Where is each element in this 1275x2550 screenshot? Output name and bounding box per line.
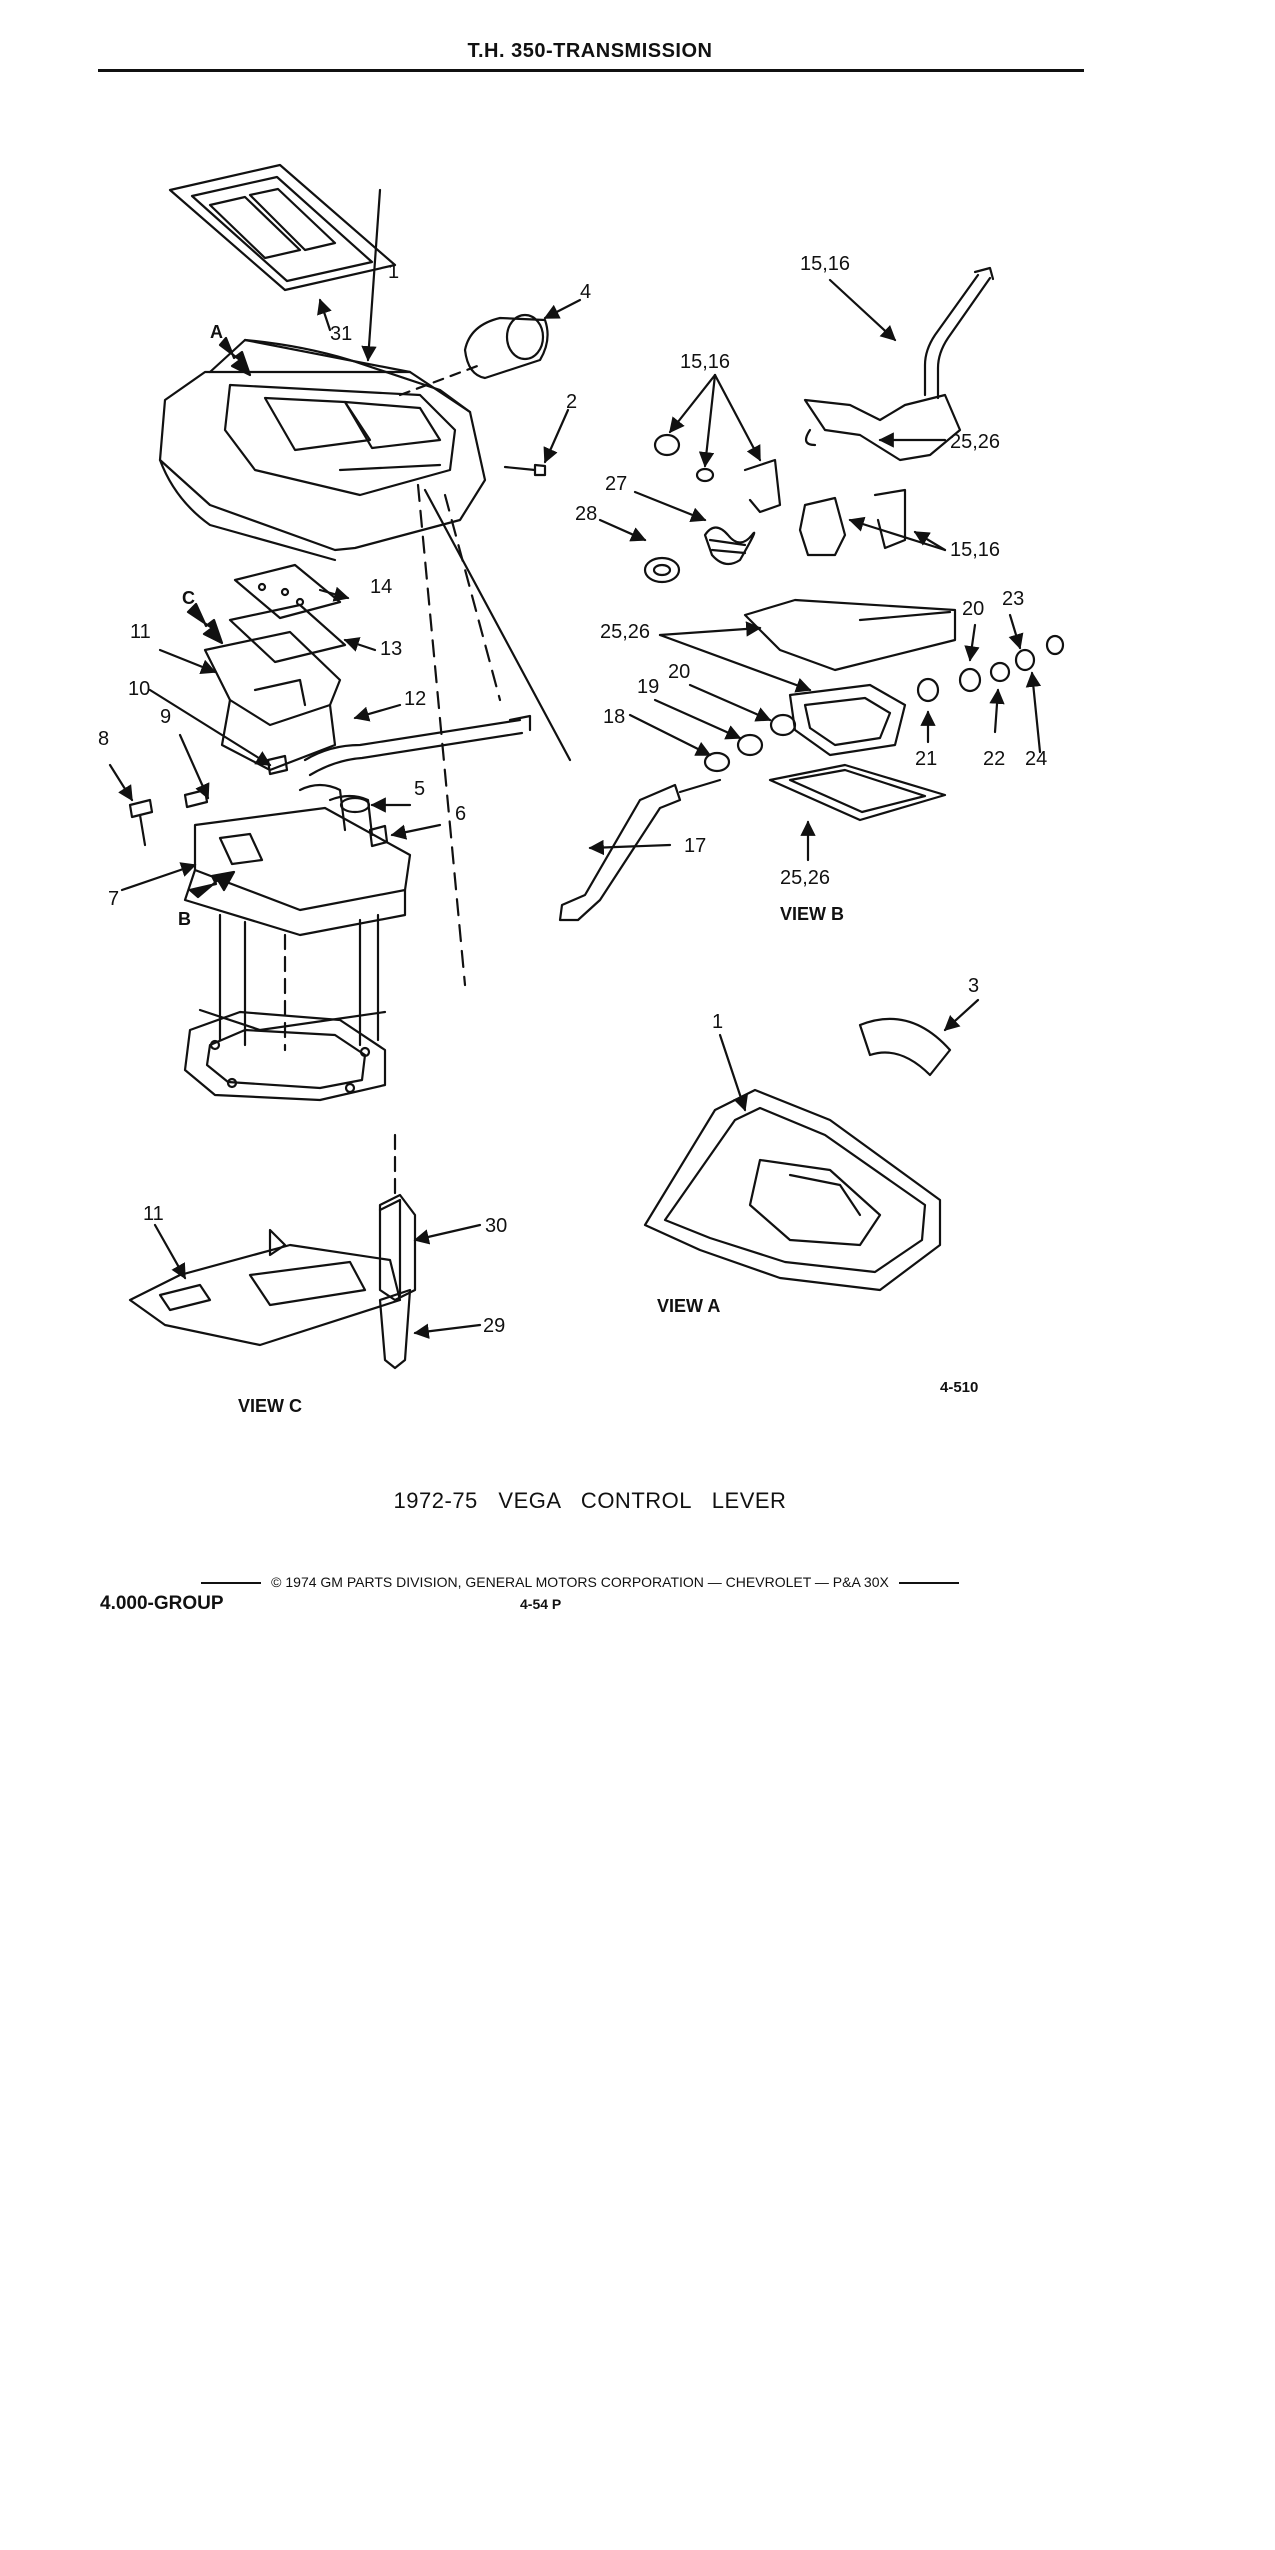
- view-c-label: VIEW C: [238, 1396, 302, 1416]
- view-a-bezel: [643, 1088, 942, 1292]
- callout-30: 30: [485, 1215, 507, 1237]
- callout-19: 19: [637, 676, 659, 698]
- lever-15-16: [803, 266, 995, 462]
- callout-1: 1: [388, 261, 399, 283]
- washers-5-6: [339, 796, 389, 848]
- callout-27: 27: [605, 473, 627, 495]
- washers-view-b: [703, 634, 1065, 773]
- callout-6: 6: [455, 803, 466, 825]
- arrow-a-label: A: [210, 322, 223, 342]
- callout-9: 9: [160, 706, 171, 728]
- callout-11: 11: [130, 621, 151, 643]
- callout-1-view-a: 1: [712, 1011, 723, 1033]
- small-parts-15-16: [653, 433, 907, 557]
- trim-plate-31: [168, 163, 397, 292]
- plate-25-26: [768, 763, 947, 822]
- callout-22: 22: [983, 748, 1005, 770]
- callout-17: 17: [684, 835, 706, 857]
- shift-knob-4: [463, 313, 549, 380]
- copyright-rule-left: [201, 1582, 262, 1585]
- page-number: 4-54 P: [520, 1596, 562, 1612]
- detent-housing: [788, 683, 907, 757]
- callout-18: 18: [603, 706, 625, 728]
- copyright-rule-right: [898, 1582, 959, 1585]
- callout-15-16-top: 15,16: [800, 253, 850, 275]
- callout-21: 21: [915, 748, 937, 770]
- callout-25-26-bottom: 25,26: [780, 867, 830, 889]
- copyright-line: © 1974 GM PARTS DIVISION, GENERAL MOTORS…: [100, 1574, 1060, 1590]
- bushing-28: [643, 556, 681, 584]
- console-bezel-1: [158, 338, 487, 562]
- callout-11-view-c: 11: [143, 1203, 164, 1225]
- callout-28: 28: [575, 503, 597, 525]
- callout-20-left: 20: [668, 661, 690, 683]
- callout-7: 7: [108, 888, 119, 910]
- indicator-plate-14: [233, 563, 342, 620]
- callout-25-26-top: 25,26: [950, 431, 1000, 453]
- page-header: T.H. 350-TRANSMISSION: [467, 40, 713, 62]
- bracket-11: [203, 630, 342, 772]
- callout-10: 10: [128, 678, 150, 700]
- arrow-b-label: B: [178, 909, 191, 929]
- callout-5: 5: [414, 778, 425, 800]
- bolts-8-9-10: [128, 754, 289, 847]
- callout-31: 31: [330, 323, 352, 345]
- callout-14: 14: [370, 576, 392, 598]
- header-rule: [98, 69, 1084, 72]
- spring-27: [703, 526, 756, 566]
- parts-diagram: 1 31 4 2 A 14 C 13 11 12 10 9 8 5 6 7 B …: [98, 163, 1065, 1416]
- view-a-label: VIEW A: [657, 1296, 720, 1316]
- callout-2: 2: [566, 391, 577, 413]
- view-c-detent-30: [378, 1193, 417, 1302]
- callout-12: 12: [404, 688, 426, 710]
- figure-number: 4-510: [940, 1379, 978, 1396]
- base-pan: [183, 1010, 387, 1102]
- dial-3: [858, 1017, 952, 1077]
- callout-25-26-mid: 25,26: [600, 621, 650, 643]
- callout-15-16-right: 15,16: [950, 539, 1000, 561]
- callout-8: 8: [98, 728, 109, 750]
- copyright-text: © 1974 GM PARTS DIVISION, GENERAL MOTORS…: [271, 1574, 889, 1590]
- view-b-label: VIEW B: [780, 904, 844, 924]
- control-lever-assembly: [298, 714, 532, 837]
- arrow-c-label: C: [182, 588, 195, 608]
- figure-caption: 1972-75 VEGA CONTROL LEVER: [393, 1488, 787, 1513]
- callout-13: 13: [380, 638, 402, 660]
- view-c-spring-29: [378, 1288, 412, 1370]
- callout-3: 3: [968, 975, 979, 997]
- callout-23: 23: [1002, 588, 1024, 610]
- callout-20-right: 20: [962, 598, 984, 620]
- callout-24: 24: [1025, 748, 1047, 770]
- group-label: 4.000-GROUP: [100, 1593, 224, 1614]
- view-c-bracket-11: [128, 1243, 402, 1347]
- screw-2: [503, 463, 547, 477]
- callout-15-16-left: 15,16: [680, 351, 730, 373]
- callout-29: 29: [483, 1315, 505, 1337]
- bracket-25-26: [743, 598, 957, 672]
- callout-4: 4: [580, 281, 591, 303]
